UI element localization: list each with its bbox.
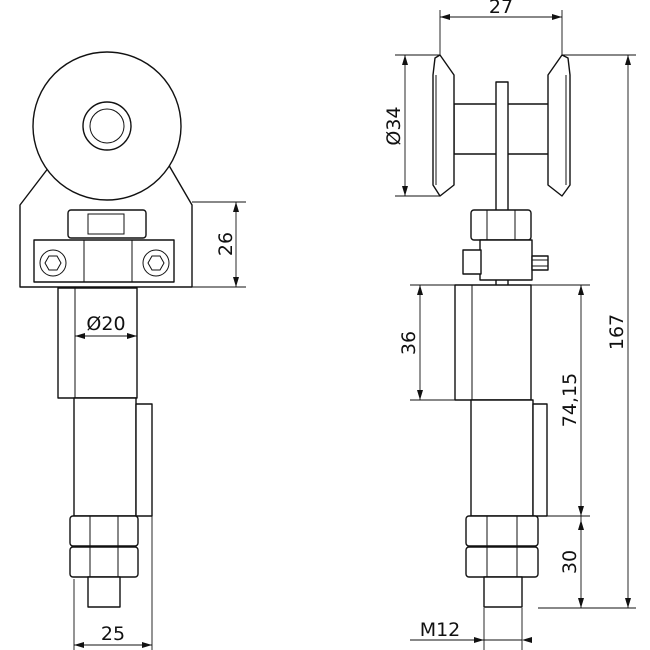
side-bolt-head — [462, 249, 482, 275]
side-lower-body — [470, 399, 534, 517]
dim-m12: M12 — [410, 608, 532, 650]
side-nut-2 — [465, 546, 539, 578]
wheel-flange-left — [432, 54, 455, 197]
lower-body-side — [135, 403, 153, 517]
dim-167-label: 167 — [606, 314, 628, 350]
side-upper-body — [454, 284, 532, 401]
dim-167: 167 — [562, 54, 636, 609]
side-lower-flange — [532, 403, 548, 517]
wheel-bearing-inner — [89, 108, 125, 144]
dim-27: 27 — [439, 0, 563, 55]
side-bolt-tip — [531, 255, 549, 271]
side-washer — [479, 239, 533, 281]
dim-36-label: 36 — [398, 331, 420, 355]
dim-30-label: 30 — [559, 550, 581, 574]
dim-d20: Ø20 — [75, 313, 137, 339]
lower-nut-2 — [69, 546, 139, 578]
side-view — [432, 54, 571, 608]
dim-30: 30 — [538, 516, 590, 609]
front-view — [19, 51, 193, 608]
dim-d34-label: Ø34 — [383, 106, 405, 145]
dim-36: 36 — [398, 284, 471, 401]
dim-74-15-label: 74,15 — [559, 373, 581, 427]
dim-m12-label: M12 — [420, 619, 461, 641]
side-top-nut — [470, 209, 532, 241]
dim-26: 26 — [192, 201, 246, 288]
hex-socket-right — [147, 255, 165, 271]
lower-nut-1 — [69, 515, 139, 547]
dim-27-label: 27 — [489, 0, 513, 18]
threaded-end — [87, 576, 121, 608]
side-nut-1 — [465, 515, 539, 547]
wheel-flange-right — [547, 54, 571, 197]
dim-26-label: 26 — [215, 232, 237, 256]
upper-shaft — [57, 287, 138, 399]
dim-25-label: 25 — [101, 623, 125, 645]
hex-socket-left — [44, 255, 62, 271]
side-threaded-end — [483, 576, 523, 608]
lower-body — [73, 397, 137, 517]
dim-25: 25 — [73, 516, 153, 650]
dim-d34: Ø34 — [383, 54, 440, 197]
dim-74-15: 74,15 — [531, 284, 590, 517]
dim-d20-label: Ø20 — [86, 313, 125, 335]
